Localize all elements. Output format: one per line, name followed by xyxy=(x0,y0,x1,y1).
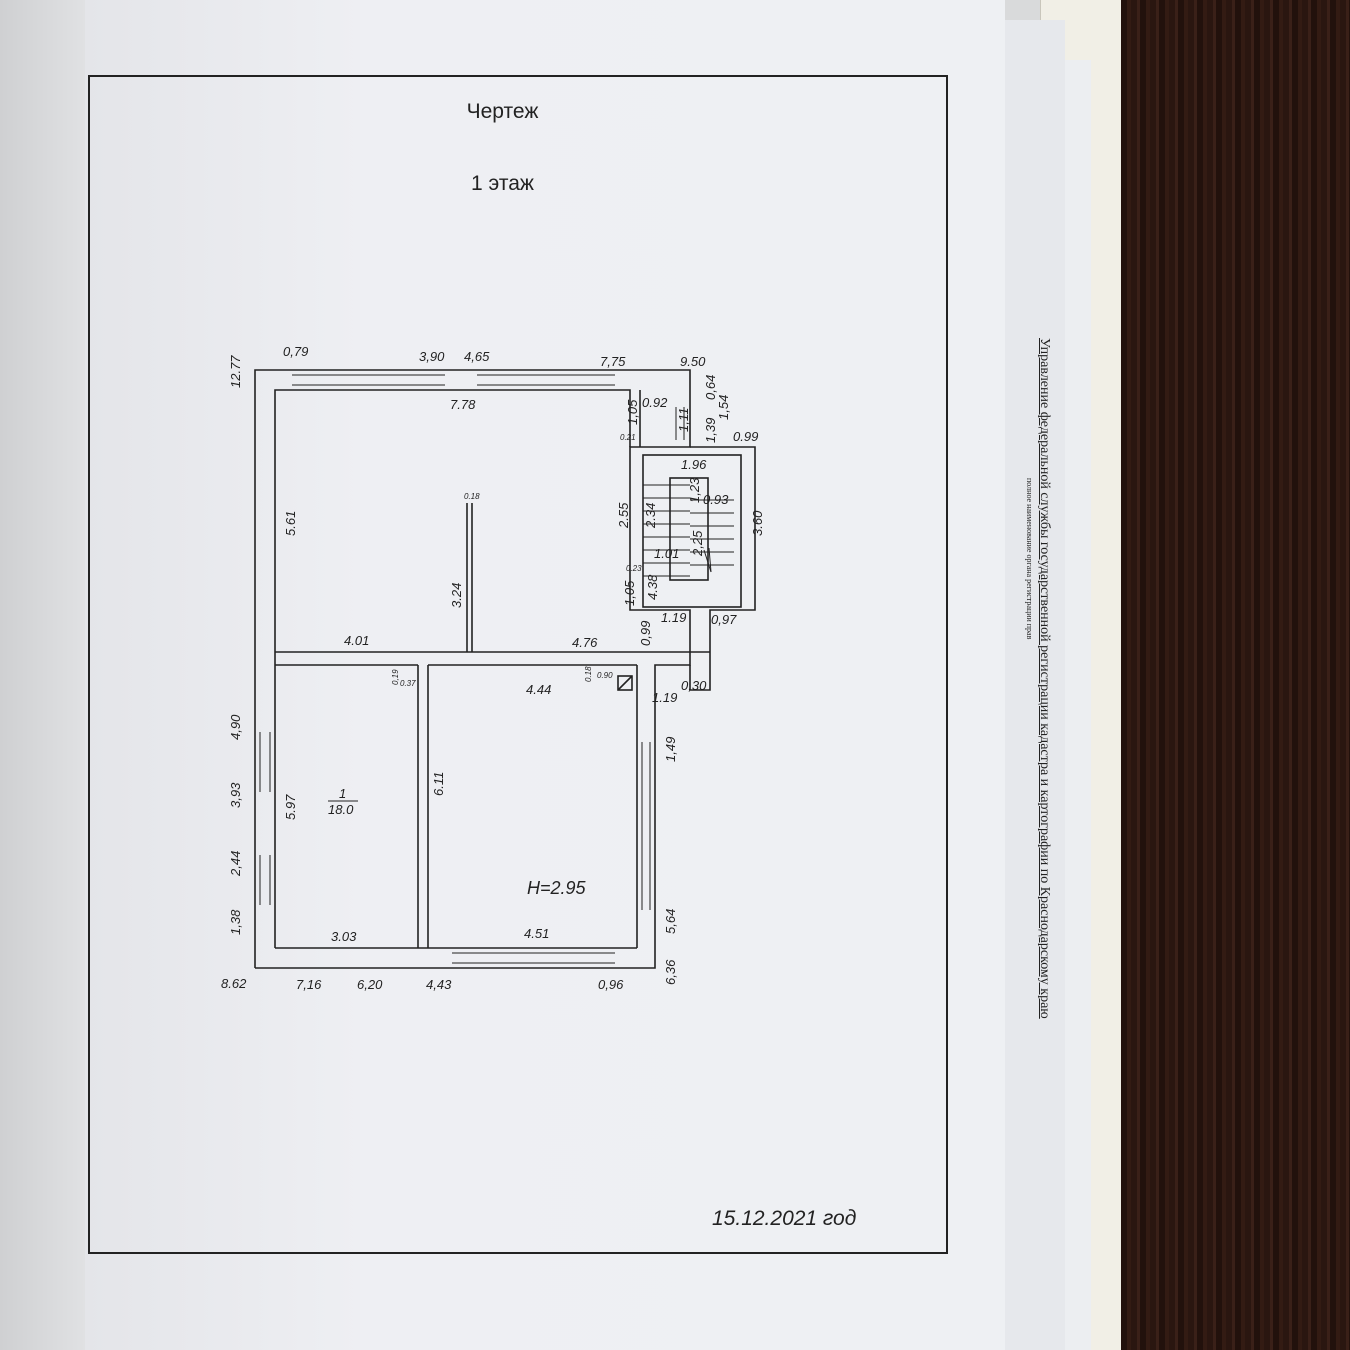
page-frame xyxy=(88,75,948,1254)
dim-label: 6,36 xyxy=(663,959,678,985)
dim-label: 0,30 xyxy=(681,678,707,693)
dim-label: 4,90 xyxy=(228,714,243,740)
dim-label: 7,16 xyxy=(296,977,322,992)
dim-label: 0,64 xyxy=(703,375,718,400)
dim-label: 4.01 xyxy=(344,633,369,648)
dim-label: 0.92 xyxy=(642,395,668,410)
dim-label: 1,49 xyxy=(663,737,678,762)
dim-label: 3.03 xyxy=(331,929,357,944)
dim-label: 3.24 xyxy=(449,583,464,608)
dim-label: 1,11 xyxy=(676,408,691,432)
floor-label: 1 этаж xyxy=(471,172,534,195)
ceiling-height: H=2.95 xyxy=(527,878,587,898)
document-title: Чертеж xyxy=(466,100,539,123)
dim-label: 2,44 xyxy=(228,851,243,877)
dim-label: 4.38 xyxy=(645,574,660,600)
dim-label: 0.18 xyxy=(464,492,480,501)
dim-label: 5,64 xyxy=(663,909,678,934)
dim-label: 0.21 xyxy=(620,433,636,442)
dim-label: 1,39 xyxy=(703,418,718,443)
dim-label: 6.11 xyxy=(431,772,446,796)
document-page xyxy=(85,0,1005,1350)
dim-label: 2.34 xyxy=(643,503,658,529)
room-area: 18.0 xyxy=(328,802,354,817)
room-number: 1 xyxy=(339,786,346,801)
dim-label: 1.19 xyxy=(652,690,677,705)
dim-label: 1,38 xyxy=(228,909,243,935)
dim-label: 0,99 xyxy=(638,621,653,646)
dim-label: 4,65 xyxy=(464,349,490,364)
dim-label: 0.93 xyxy=(703,492,729,507)
dim-label: 7.78 xyxy=(450,397,476,412)
wooden-table xyxy=(1112,0,1350,1350)
dim-label: 5.61 xyxy=(283,511,298,536)
dim-label: 4.44 xyxy=(526,682,551,697)
dim-label: 4,43 xyxy=(426,977,452,992)
dim-label: 9.50 xyxy=(680,354,706,369)
dim-label: 1,05 xyxy=(625,399,640,425)
dim-label: 3.60 xyxy=(750,510,765,536)
dim-label: 5.97 xyxy=(283,794,298,820)
dim-label: 1,05 xyxy=(622,580,637,606)
underlying-page xyxy=(1003,20,1065,1350)
dim-label: 3,90 xyxy=(419,349,445,364)
dim-label: 1.01 xyxy=(654,546,679,561)
dim-label: 3,93 xyxy=(228,782,243,808)
dim-label: 0.90 xyxy=(597,671,613,680)
dim-label: 0.23 xyxy=(626,564,642,573)
dim-label: 4.51 xyxy=(524,926,549,941)
authority-caption: полное наименование органа регистрации п… xyxy=(1025,478,1034,640)
dim-label: 0,96 xyxy=(598,977,624,992)
dimension-labels: 12.77 0,79 3,90 4,65 7,75 9.50 7.78 1,05… xyxy=(221,344,765,992)
dim-label: 0.37 xyxy=(400,679,416,688)
dim-label: 6,20 xyxy=(357,977,383,992)
registration-authority-stamp: Управление федеральной службы государств… xyxy=(1024,338,1052,1019)
dim-label: 0,79 xyxy=(283,344,308,359)
dim-label: 0.18 xyxy=(584,666,593,682)
dim-label: 2.55 xyxy=(616,502,631,529)
dim-label: 1,23 xyxy=(687,477,702,503)
dim-label: 2,25 xyxy=(690,530,705,557)
dim-label: 1.19 xyxy=(661,610,686,625)
dim-label: 0.99 xyxy=(733,429,758,444)
dim-label: 12.77 xyxy=(228,355,243,388)
dim-label: 0,19 xyxy=(391,669,400,685)
dim-label: 1.96 xyxy=(681,457,707,472)
dim-label: 1,54 xyxy=(716,395,731,420)
walls xyxy=(254,369,756,969)
dim-label: 4.76 xyxy=(572,635,598,650)
document-date: 15.12.2021 год xyxy=(712,1207,857,1230)
dim-label: 8.62 xyxy=(221,976,247,991)
dim-label: 7,75 xyxy=(600,354,626,369)
background xyxy=(0,0,95,1350)
dim-label: 0,97 xyxy=(711,612,737,627)
authority-name: Управление федеральной службы государств… xyxy=(1037,338,1052,1019)
